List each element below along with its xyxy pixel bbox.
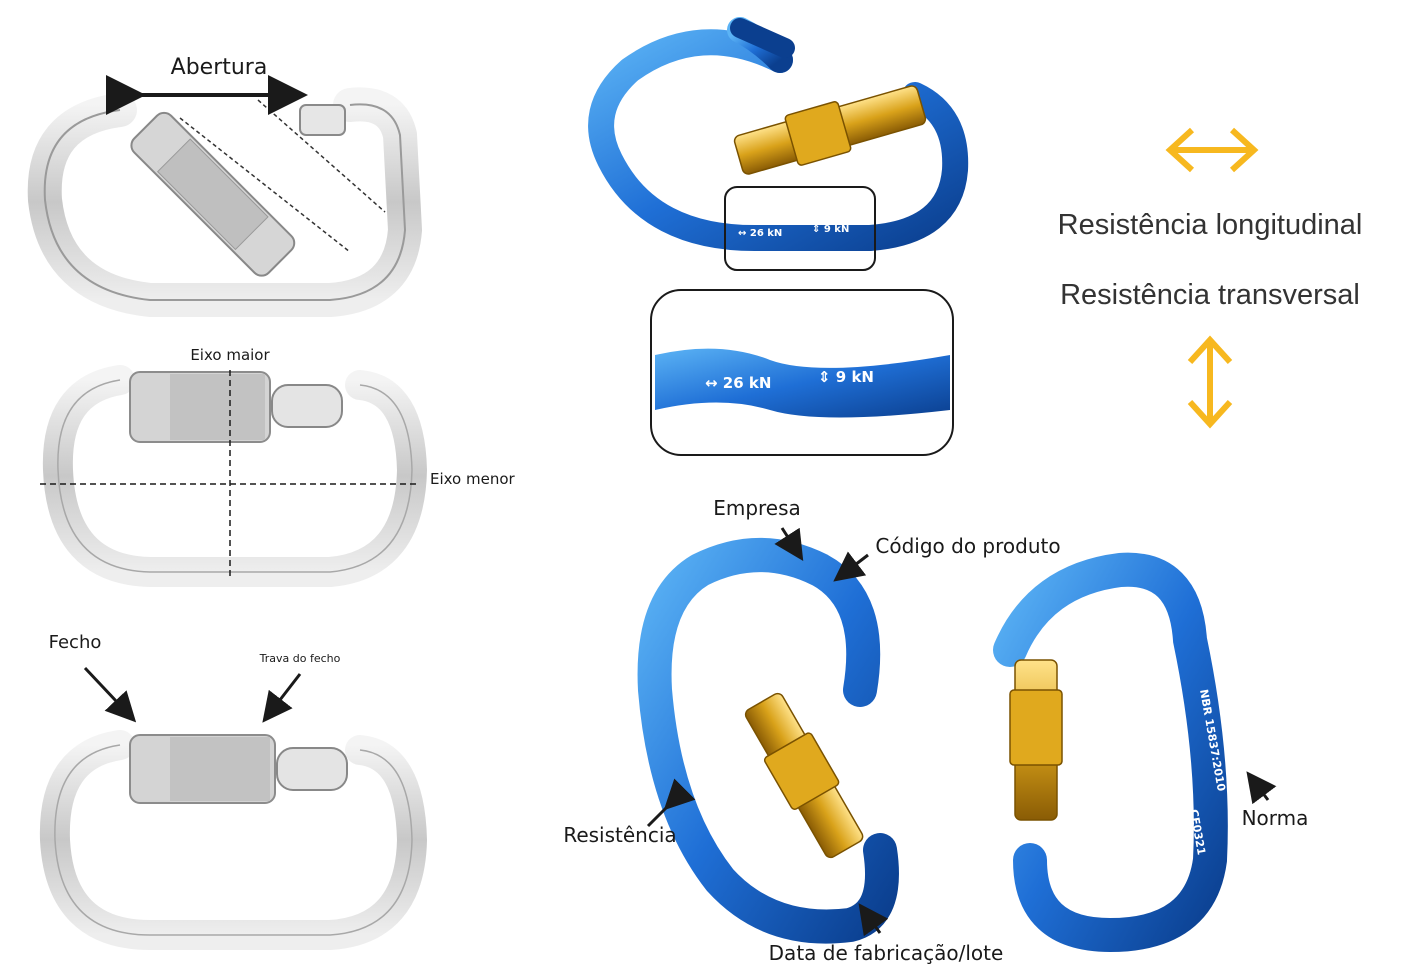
vertical-double-arrow-icon xyxy=(1190,340,1230,424)
manufacture-date-label: Data de fabricação/lote xyxy=(769,941,1004,964)
blue-carabiner-top: ↔ 26 kN ⇕ 9 kN xyxy=(601,28,955,270)
zoom-transversal: ⇕ 9 kN xyxy=(818,368,874,386)
strength-legend: Resistência longitudinal Resistência tra… xyxy=(1058,130,1363,424)
product-code-label: Código do produto xyxy=(875,534,1060,558)
horizontal-double-arrow-icon xyxy=(1170,130,1254,170)
gate-label: Fecho xyxy=(49,632,102,653)
zoom-longitudinal: ↔ 26 kN xyxy=(705,374,771,392)
blue-carabiner-front xyxy=(655,555,882,927)
carabiner-axes-figure: Eixo maior Eixo menor xyxy=(40,346,516,580)
etched-transversal: ⇕ 9 kN xyxy=(812,224,849,235)
longitudinal-label: Resistência longitudinal xyxy=(1058,209,1363,241)
standard-label: Norma xyxy=(1242,806,1309,830)
etched-longitudinal: ↔ 26 kN xyxy=(738,228,782,239)
opening-label: Abertura xyxy=(171,55,268,80)
zoom-detail-panel: ↔ 26 kN ⇕ 9 kN xyxy=(651,290,953,455)
blue-carabiner-back: NBR 15837:2010 CE0321 xyxy=(1010,570,1228,935)
carabiner-opening-figure: Abertura xyxy=(45,55,405,300)
strength-label: Resistência xyxy=(563,823,676,847)
transversal-label: Resistência transversal xyxy=(1060,279,1360,311)
carabiner-gate-figure: Fecho Trava do fecho xyxy=(49,632,412,935)
company-label: Empresa xyxy=(713,496,801,520)
gate-lock-label: Trava do fecho xyxy=(259,652,341,665)
minor-axis-label: Eixo menor xyxy=(430,470,516,488)
major-axis-label: Eixo maior xyxy=(190,346,270,364)
